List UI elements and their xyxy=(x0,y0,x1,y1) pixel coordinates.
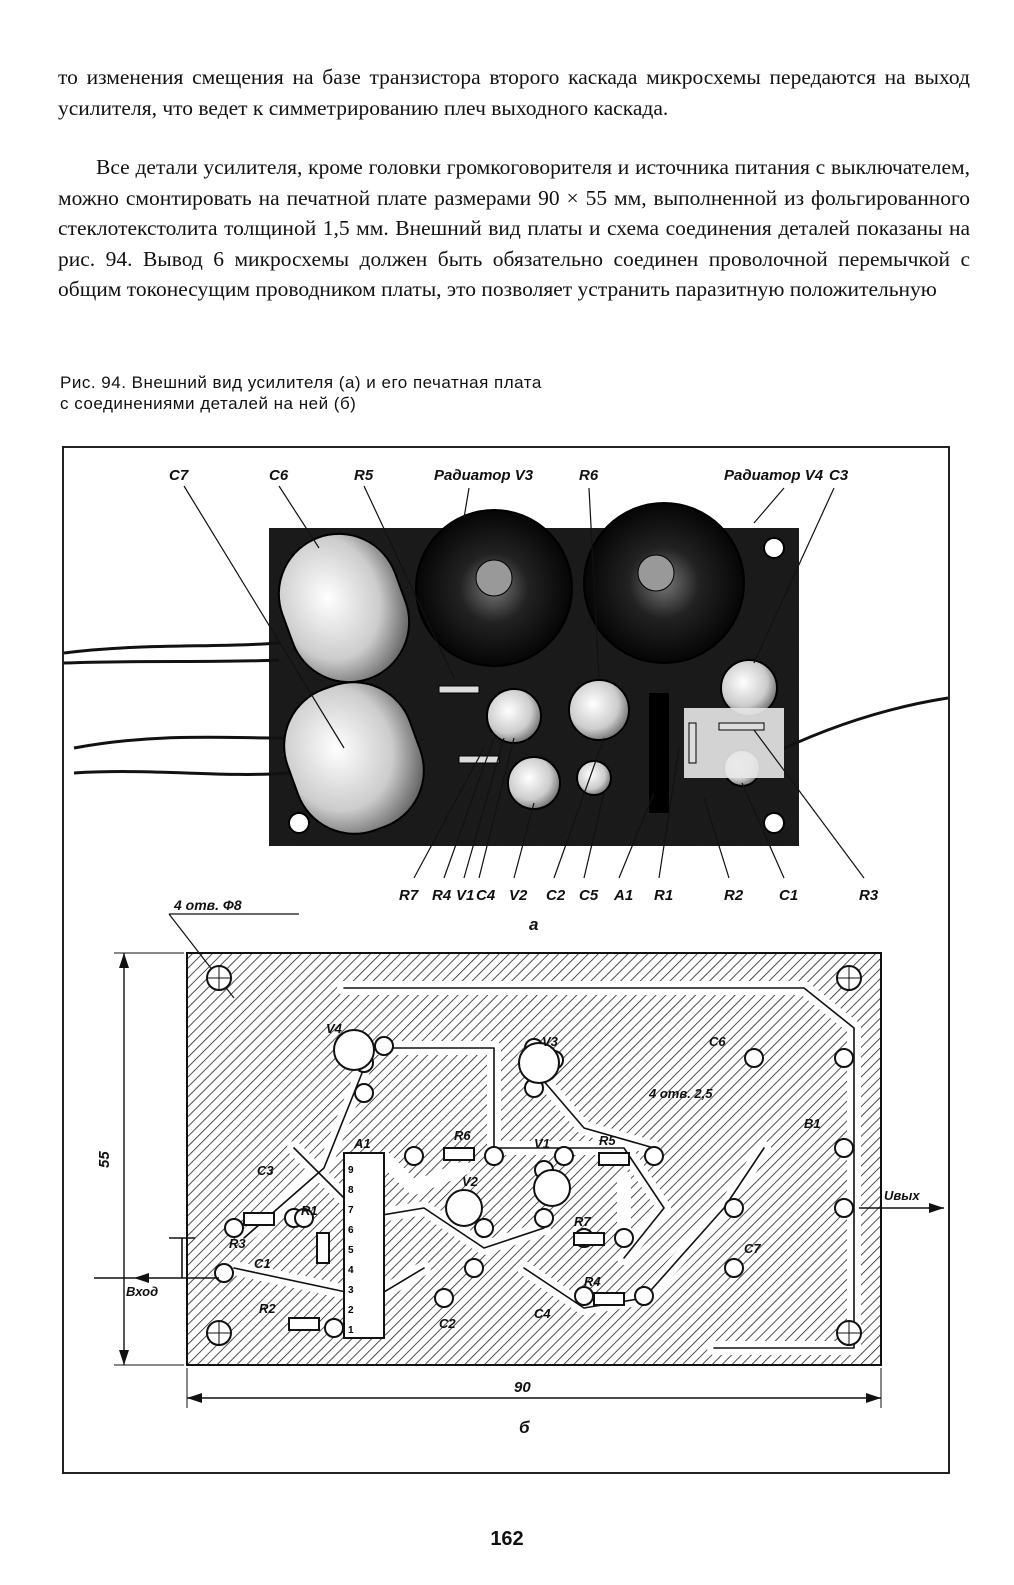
pin-8: 8 xyxy=(348,1185,354,1196)
label-c2: C2 xyxy=(439,1316,456,1331)
label-r7: R7 xyxy=(574,1214,591,1229)
label-v4: V4 xyxy=(326,1021,343,1036)
label-v2: V2 xyxy=(462,1174,479,1189)
sublabel-b: б xyxy=(519,1418,530,1437)
label-b1: B1 xyxy=(804,1116,821,1131)
label-c4: C4 xyxy=(534,1306,551,1321)
figure-a-photo xyxy=(63,485,949,879)
label-r6: R6 xyxy=(454,1128,471,1143)
figure-b-pcb: 4 отв. Ф8 xyxy=(94,897,944,1437)
label-c3: C3 xyxy=(257,1163,274,1178)
label-c7: C7 xyxy=(744,1241,761,1256)
caption-line-2: с соединениями деталей на ней (б) xyxy=(60,394,357,413)
caption-line-1: Рис. 94. Внешний вид усилителя (а) и его… xyxy=(60,373,542,392)
page-number: 162 xyxy=(490,1528,524,1550)
label-r6: R6 xyxy=(579,467,599,484)
figure-svg: C7 C6 R5 Радиатор V3 R6 Радиатор V4 C3 R… xyxy=(63,467,949,1437)
capacitor-c7-photo xyxy=(283,681,425,835)
label-c3: C3 xyxy=(829,467,849,484)
pin-7: 7 xyxy=(348,1205,354,1216)
label-r1: R1 xyxy=(654,887,673,904)
label-c6: C6 xyxy=(269,467,289,484)
sublabel-a: а xyxy=(529,915,538,934)
figure-frame: C7 C6 R5 Радиатор V3 R6 Радиатор V4 C3 R… xyxy=(62,446,950,1474)
label-radiator-v3: Радиатор V3 xyxy=(434,467,534,484)
label-v2: V2 xyxy=(509,887,528,904)
label-r1: R1 xyxy=(301,1203,318,1218)
label-a1: A1 xyxy=(353,1136,371,1151)
label-c5: C5 xyxy=(579,887,599,904)
label-v3: V3 xyxy=(542,1034,559,1049)
label-c7: C7 xyxy=(169,467,189,484)
pin-5: 5 xyxy=(348,1245,354,1256)
label-c1: C1 xyxy=(254,1256,271,1271)
paragraph-2-text: Все детали усилителя, кроме головки гром… xyxy=(58,155,970,301)
label-a1: A1 xyxy=(613,887,633,904)
label-r4: R4 xyxy=(432,887,452,904)
label-v1: V1 xyxy=(534,1136,550,1151)
label-in: Вход xyxy=(126,1284,158,1299)
holes-note-8: 4 отв. Ф8 xyxy=(173,897,242,913)
paragraph-1: то изменения смещения на базе транзистор… xyxy=(58,62,970,123)
label-radiator-v4: Радиатор V4 xyxy=(724,467,824,484)
pin-9: 9 xyxy=(348,1165,354,1176)
figure-caption: Рис. 94. Внешний вид усилителя (а) и его… xyxy=(60,372,760,414)
chip-a1 xyxy=(343,1152,385,1339)
label-r2: R2 xyxy=(259,1301,276,1316)
label-c6: C6 xyxy=(709,1034,726,1049)
pin-6: 6 xyxy=(348,1225,354,1236)
capacitor-c6-photo xyxy=(277,532,411,684)
dim-width: 90 xyxy=(514,1379,531,1396)
label-r4: R4 xyxy=(584,1274,601,1289)
label-c4: C4 xyxy=(476,887,496,904)
label-r7: R7 xyxy=(399,887,419,904)
label-c2: C2 xyxy=(546,887,566,904)
figure-a-top-labels: C7 C6 R5 Радиатор V3 R6 Радиатор V4 C3 xyxy=(169,467,849,484)
paragraph-1-text: то изменения смещения на базе транзистор… xyxy=(58,65,970,120)
pin-2: 2 xyxy=(348,1305,354,1316)
label-out: Uвых xyxy=(884,1188,920,1203)
label-r3: R3 xyxy=(859,887,879,904)
dim-height: 55 xyxy=(96,1151,113,1168)
pin-3: 3 xyxy=(348,1285,354,1296)
pin-1: 1 xyxy=(348,1325,354,1336)
paragraph-2: Все детали усилителя, кроме головки гром… xyxy=(58,152,970,305)
label-r3: R3 xyxy=(229,1236,246,1251)
pin-4: 4 xyxy=(348,1265,354,1276)
label-c1: C1 xyxy=(779,887,798,904)
label-v1: V1 xyxy=(456,887,474,904)
figure-a-bottom-labels: R7 R4 V1 C4 V2 C2 C5 A1 R1 R2 C1 R3 а xyxy=(399,887,879,934)
holes-note-25: 4 отв. 2,5 xyxy=(648,1086,713,1101)
label-r5: R5 xyxy=(354,467,374,484)
label-r5: R5 xyxy=(599,1133,616,1148)
label-r2: R2 xyxy=(724,887,744,904)
